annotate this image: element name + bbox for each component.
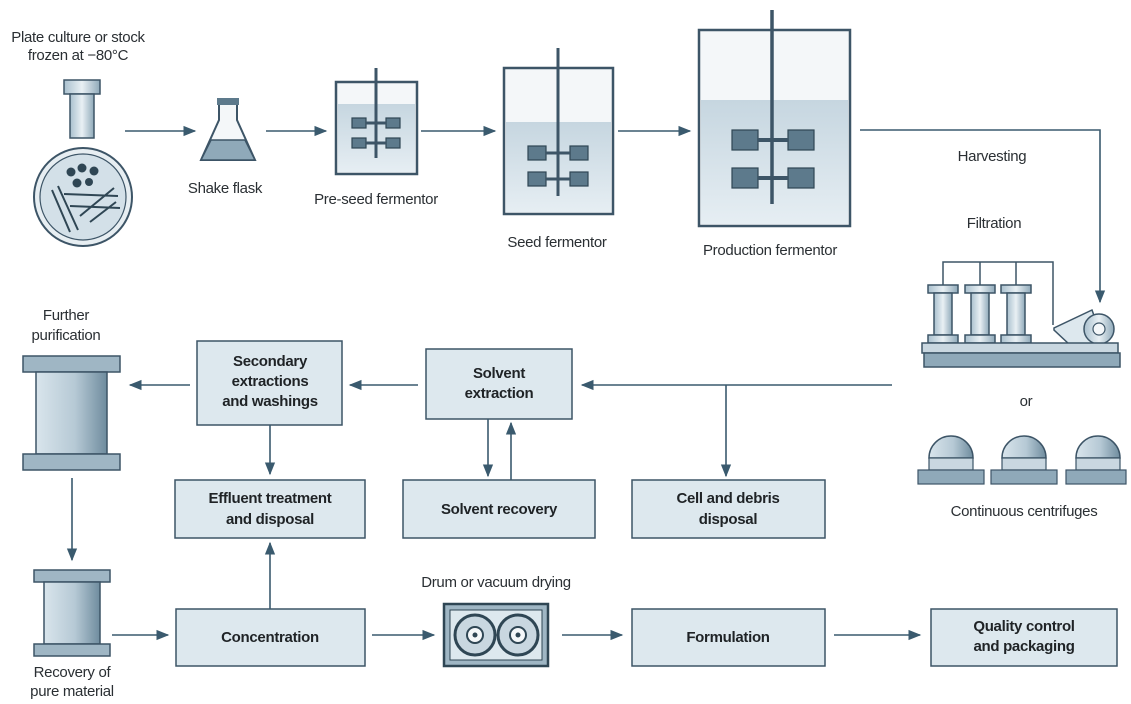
drum-drying-label: Drum or vacuum drying: [421, 574, 571, 591]
shake-flask-icon: [199, 98, 257, 161]
petri-dish-icon: [33, 147, 133, 247]
secondary-extractions-line3: and washings: [222, 393, 318, 410]
effluent-treatment-box: [174, 479, 366, 539]
production-label: Production fermentor: [703, 242, 837, 259]
recovery-label-line2: pure material: [30, 683, 114, 700]
column-icon: [22, 355, 121, 471]
secondary-extractions-line1: Secondary: [233, 353, 308, 370]
or-label: or: [1020, 393, 1033, 410]
secondary-extractions-box: [196, 340, 343, 426]
solvent-extraction-line1: Solvent: [473, 365, 525, 382]
production-fermentor-icon: [697, 10, 852, 228]
effluent-line1: Effluent treatment: [209, 490, 332, 507]
solvent-extraction-box: [425, 348, 573, 420]
preseed-label: Pre-seed fermentor: [314, 191, 438, 208]
formulation-box: [631, 608, 826, 667]
column-icon: [33, 569, 111, 657]
filter-press-icon: [921, 261, 1121, 368]
centrifuge-icon: [917, 435, 1127, 485]
further-label-line2: purification: [32, 327, 101, 344]
solvent-recovery-box: [402, 479, 596, 539]
cell-debris-line2: disposal: [699, 511, 758, 528]
quality-control-box: [930, 608, 1118, 667]
concentration-box: [175, 608, 366, 667]
concentration-label: Concentration: [221, 629, 319, 646]
effluent-line2: and disposal: [226, 511, 314, 528]
drum-dryer-icon: [442, 602, 550, 668]
filtration-label: Filtration: [967, 215, 1022, 232]
stock-label-line1: Plate culture or stock: [11, 29, 145, 46]
quality-line1: Quality control: [973, 618, 1074, 635]
seed-fermentor-icon: [502, 48, 615, 216]
solvent-recovery-label: Solvent recovery: [441, 501, 558, 518]
recovery-label-line1: Recovery of: [34, 664, 112, 681]
cell-debris-line1: Cell and debris: [676, 490, 779, 507]
secondary-extractions-line2: extractions: [232, 373, 309, 390]
centrifuges-label: Continuous centrifuges: [951, 503, 1098, 520]
preseed-fermentor-icon: [334, 68, 419, 176]
shake-flask-label: Shake flask: [188, 180, 263, 197]
vial-icon: [63, 79, 101, 139]
cell-debris-box: [631, 479, 826, 539]
quality-line2: and packaging: [973, 638, 1074, 655]
formulation-label: Formulation: [686, 629, 769, 646]
stock-label-line2: frozen at −80°C: [28, 47, 129, 64]
solvent-extraction-line2: extraction: [465, 385, 534, 402]
seed-label: Seed fermentor: [507, 234, 606, 251]
harvesting-label: Harvesting: [958, 148, 1027, 165]
further-label-line1: Further: [43, 307, 90, 324]
